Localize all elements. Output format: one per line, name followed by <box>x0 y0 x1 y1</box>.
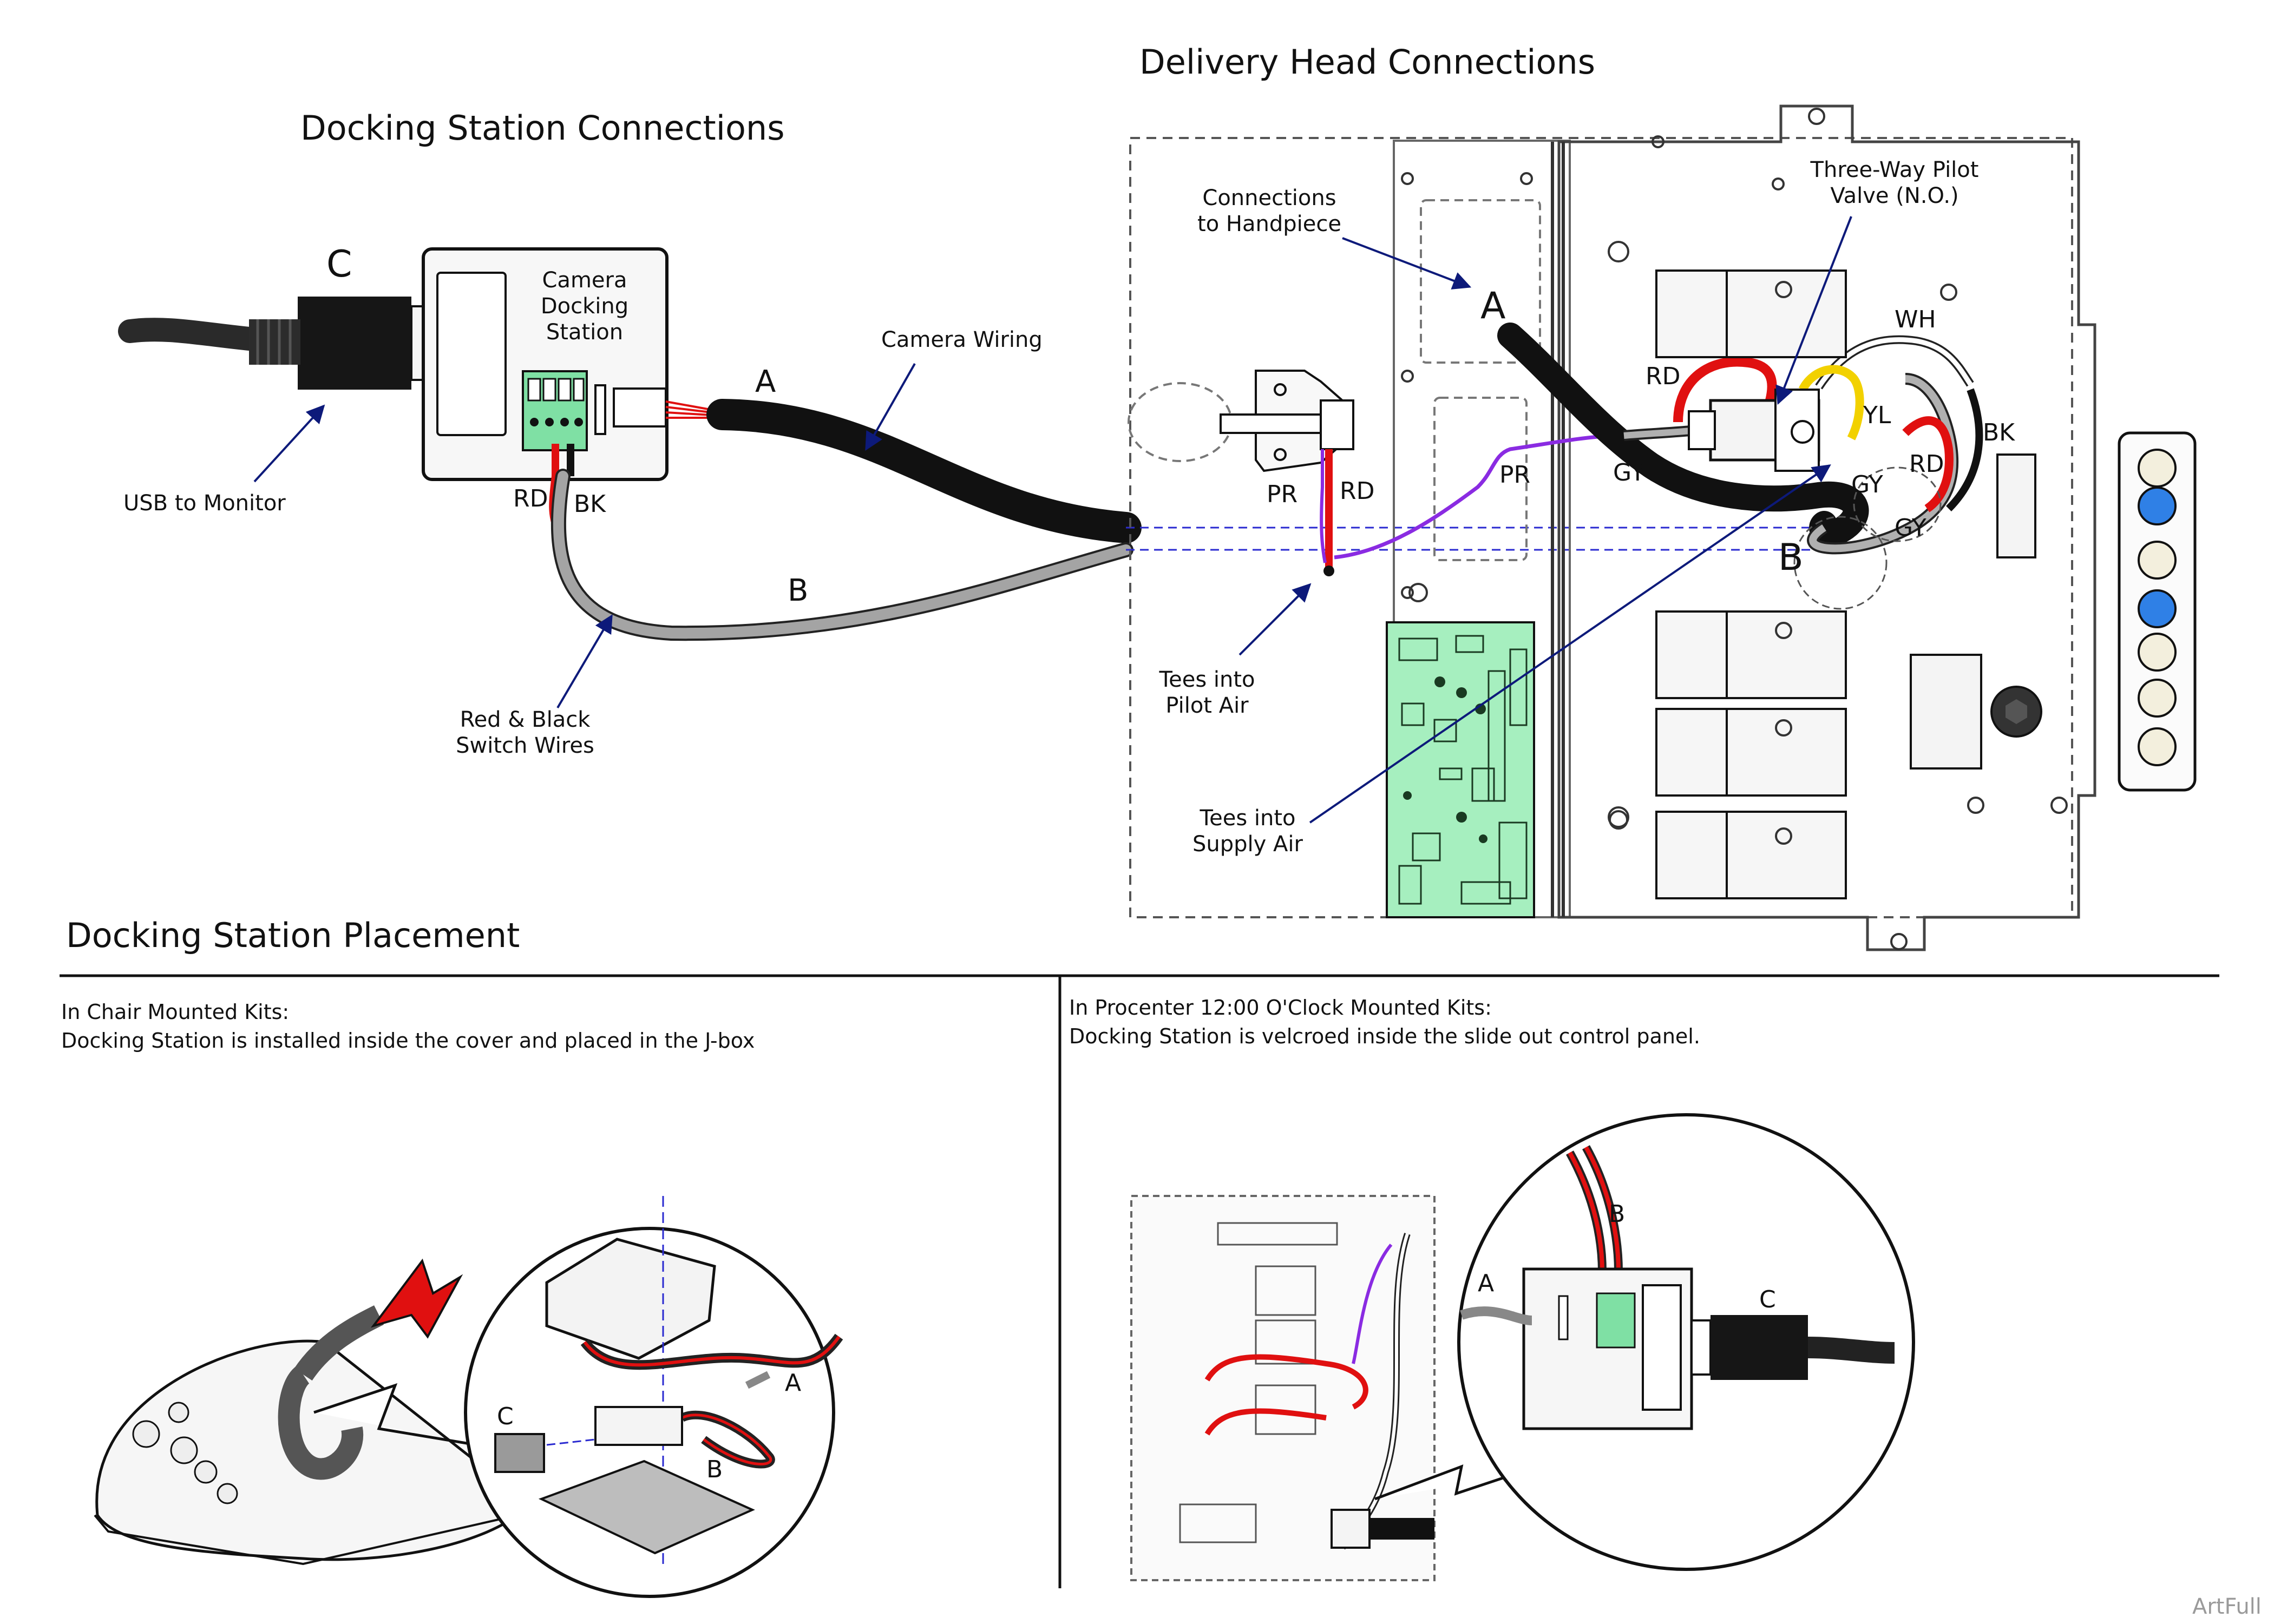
arrow-connections-to-handpiece <box>1342 237 1472 290</box>
chair-mounted-heading: In Chair Mounted Kits: <box>61 1000 290 1024</box>
station-label: Camera Docking Station <box>540 268 629 345</box>
label-rd-right: RD <box>1909 450 1944 478</box>
procenter-text: Docking Station is velcroed inside the s… <box>1069 1024 1700 1049</box>
chair-callout-b: B <box>706 1456 723 1483</box>
label-tees-pilot-air: Tees into Pilot Air <box>1159 667 1255 718</box>
chair-callout-c: C <box>497 1403 514 1430</box>
pilot-air-tee <box>1220 370 1354 472</box>
label-gy: GY <box>1613 459 1645 486</box>
chair-callout-a: A <box>785 1369 802 1397</box>
label-three-way-pilot-valve: Three-Way Pilot Valve (N.O.) <box>1810 157 1979 208</box>
label-yl: YL <box>1863 402 1891 429</box>
valve-stack <box>1655 269 1847 899</box>
terminal-block <box>522 370 588 451</box>
control-pcb <box>1386 621 1535 918</box>
arrow-usb-to-monitor <box>253 404 325 483</box>
docking-station-connections-figure <box>118 247 1830 709</box>
arrow-camera-wiring <box>865 363 916 451</box>
chair-mounted-illustration <box>94 1196 843 1598</box>
title-docking-station-placement: Docking Station Placement <box>66 916 520 955</box>
delivery-label-a: A <box>1480 285 1506 327</box>
title-docking-station-connections: Docking Station Connections <box>300 108 785 148</box>
procenter-callout-a: A <box>1478 1270 1495 1297</box>
title-delivery-head-connections: Delivery Head Connections <box>1139 42 1595 82</box>
procenter-callout-c: C <box>1759 1286 1776 1313</box>
label-gy-lower: GY <box>1895 514 1926 542</box>
label-rd: RD <box>513 485 548 512</box>
label-rd-left: RD <box>1340 477 1375 505</box>
label-wire-b: B <box>788 573 809 608</box>
label-tees-supply-air: Tees into Supply Air <box>1192 806 1303 857</box>
watermark: ArtFull <box>2192 1594 2262 1619</box>
red-arrow <box>370 1258 463 1339</box>
label-gy-right: GY <box>1851 471 1883 498</box>
procenter-heading: In Procenter 12:00 O'Clock Mounted Kits: <box>1069 996 1492 1020</box>
procenter-description: In Procenter 12:00 O'Clock Mounted Kits:… <box>1069 994 1700 1051</box>
label-connections-to-handpiece: Connections to Handpiece <box>1197 186 1341 236</box>
arrow-pilot-air <box>1238 583 1312 656</box>
label-pr-mid: PR <box>1499 461 1531 489</box>
label-bk-valve: BK <box>1983 419 2015 446</box>
chair-mounted-text: Docking Station is installed inside the … <box>61 1029 755 1053</box>
three-way-pilot-valve <box>1688 389 1820 472</box>
label-usb-to-monitor: USB to Monitor <box>123 491 286 516</box>
procenter-callout-b: B <box>1609 1200 1626 1228</box>
label-wh: WH <box>1895 306 1936 333</box>
delivery-head-figure <box>1128 104 2197 951</box>
procenter-illustration <box>1130 1113 1915 1581</box>
usb-connector-c <box>298 297 411 390</box>
label-wire-a: A <box>755 364 776 399</box>
arrow-three-way-valve <box>1775 216 1852 405</box>
label-pr-left: PR <box>1267 481 1298 508</box>
regulator <box>1910 654 2042 770</box>
label-switch-wires: Red & Black Switch Wires <box>456 707 594 758</box>
label-camera-wiring: Camera Wiring <box>881 327 1043 352</box>
pr-wire <box>1334 433 1614 560</box>
delivery-cable-a <box>1497 323 1869 547</box>
dial-panel <box>2118 431 2197 792</box>
chair-mounted-description: In Chair Mounted Kits: Docking Station i… <box>61 998 755 1055</box>
label-rd-valve: RD <box>1646 363 1681 390</box>
label-bk: BK <box>574 490 606 518</box>
arrow-supply-air <box>1309 464 1831 824</box>
callout-c-usb: C <box>326 243 352 286</box>
arrow-switch-wires <box>556 614 613 709</box>
delivery-label-b: B <box>1778 536 1804 579</box>
camera-wiring-cable <box>706 399 1142 543</box>
